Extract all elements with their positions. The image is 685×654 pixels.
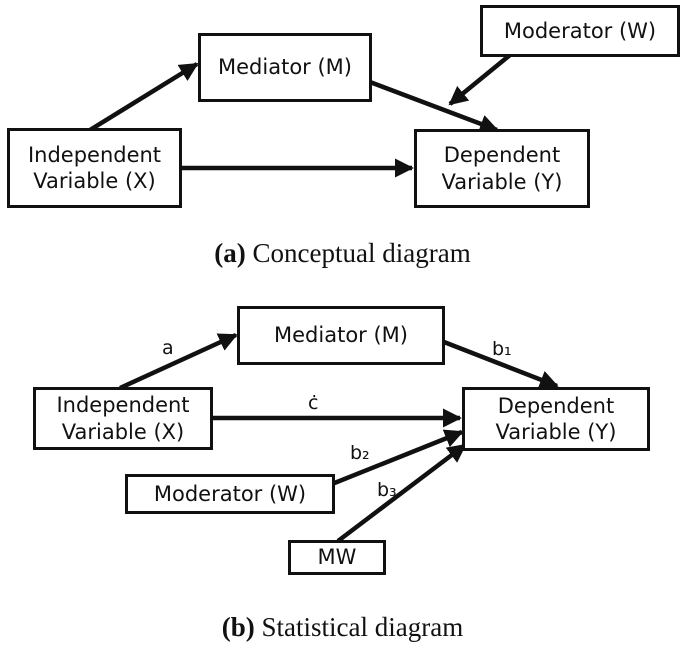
caption-text-b: Statistical diagram	[254, 612, 464, 642]
dependent-label-line2: Variable (Y)	[441, 169, 563, 194]
mediator-label: Mediator (M)	[218, 55, 352, 80]
arrow-m-to-y-conceptual	[369, 79, 499, 133]
arrow-b2	[331, 429, 464, 487]
interaction-label: MW	[317, 545, 357, 570]
independent-box-statistical: Independent Variable (X)	[33, 387, 213, 450]
arrow-b3	[336, 443, 467, 543]
independent-label-line2: Variable (X)	[61, 419, 185, 444]
mediator-box-conceptual: Mediator (M)	[198, 33, 372, 102]
moderator-label: Moderator (W)	[503, 18, 657, 43]
path-label-b2: b₂	[350, 442, 370, 464]
moderator-label: Moderator (W)	[153, 481, 307, 506]
path-label-b3: b₃	[377, 479, 397, 501]
dependent-label-line1: Dependent	[497, 393, 615, 418]
independent-label-line1: Independent	[56, 393, 190, 418]
dependent-label-line2: Variable (Y)	[495, 420, 617, 444]
caption-statistical: (b) Statistical diagram	[0, 612, 685, 643]
caption-conceptual: (a) Conceptual diagram	[0, 238, 685, 269]
arrow-a	[119, 332, 238, 391]
path-label-a: a	[162, 337, 174, 359]
interaction-box-mw: MW	[288, 540, 386, 575]
dependent-box-conceptual: Dependent Variable (Y)	[414, 129, 590, 208]
independent-label-line1: Independent	[27, 142, 162, 167]
dependent-label-line1: Dependent	[443, 143, 561, 168]
path-label-b1: b₁	[492, 338, 512, 360]
path-label-c: ċ	[308, 392, 319, 414]
dependent-box-statistical: Dependent Variable (Y)	[462, 387, 650, 451]
moderator-box-statistical: Moderator (W)	[125, 474, 335, 514]
moderator-box-conceptual: Moderator (W)	[480, 5, 680, 57]
caption-tag-a: (a)	[214, 238, 246, 268]
mediator-box-statistical: Mediator (M)	[237, 306, 445, 365]
arrow-x-to-m-conceptual	[88, 62, 199, 132]
caption-tag-b: (b)	[221, 612, 255, 642]
independent-box-conceptual: Independent Variable (X)	[7, 128, 182, 208]
independent-label-line2: Variable (X)	[33, 169, 156, 193]
arrow-w-to-mpath-conceptual	[448, 53, 512, 106]
arrow-b1	[443, 339, 559, 389]
mediator-label: Mediator (M)	[274, 323, 408, 348]
caption-text-a: Conceptual diagram	[245, 238, 471, 268]
